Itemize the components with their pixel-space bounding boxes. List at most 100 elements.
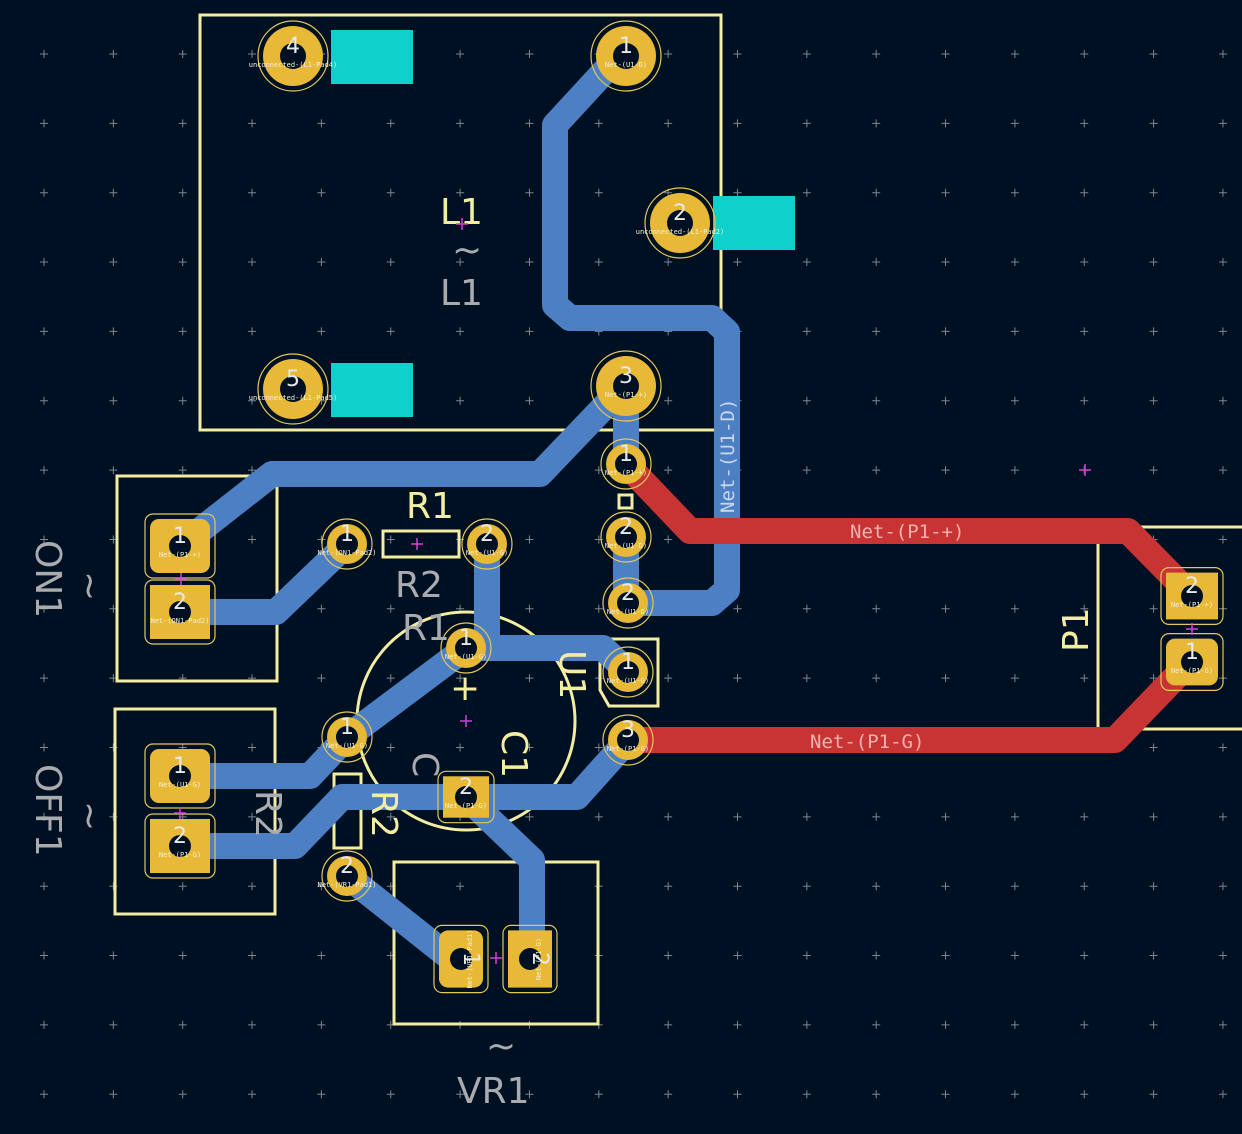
grid-point: [525, 119, 534, 128]
pad-net-name: Net-(U1-G): [466, 549, 508, 557]
grid-point: [1010, 119, 1019, 128]
grid-point: [248, 535, 257, 544]
grid-point: [802, 119, 811, 128]
grid-point: [802, 674, 811, 683]
grid-point: [733, 812, 742, 821]
grid-point: [178, 951, 187, 960]
grid-point: [941, 327, 950, 336]
r2-ref: R2: [363, 790, 404, 838]
anchor-cross: [460, 715, 472, 727]
grid-point: [872, 951, 881, 960]
grid-point: [1218, 119, 1227, 128]
grid-point: [456, 1090, 465, 1099]
grid-point: [1080, 396, 1089, 405]
pad-number: 2: [673, 201, 687, 226]
grid-point: [733, 951, 742, 960]
u1-body: [598, 637, 660, 708]
track-on1-r1[interactable]: [167, 531, 360, 625]
track-p1-g[interactable]: [615, 647, 1205, 753]
grid-point: [1218, 50, 1227, 58]
footprint-anchors: [174, 218, 1198, 964]
pad-net-name: Net-(ON1-Pad2): [150, 617, 209, 625]
l1-value: L1: [440, 273, 483, 314]
l1-smd-pad-5[interactable]: [331, 363, 413, 417]
track-u1-d[interactable]: [542, 35, 740, 616]
pad-net-name: Net-(VR1-Pad1): [466, 929, 474, 988]
grid-point: [1149, 188, 1158, 197]
grid-point: [941, 119, 950, 128]
l1-tilde: ~: [452, 230, 482, 271]
pad-number: 1: [619, 442, 633, 467]
pad-l1-2[interactable]: 2 unconnected-(L1-Pad2): [636, 187, 725, 259]
track-r2-vr1[interactable]: [334, 863, 461, 969]
net-label-p1-g: Net-(P1-G): [810, 731, 924, 753]
pad-net-name: unconnected-(L1-Pad2): [636, 228, 725, 236]
c1-polarity-mark: +: [450, 668, 480, 709]
pad-number: 1: [458, 952, 483, 966]
track-off1-gnd[interactable]: [167, 727, 641, 859]
pad-net-name: Net-(U1-G): [326, 742, 368, 750]
grid-point: [1218, 396, 1227, 405]
track-c1-r2[interactable]: [334, 635, 479, 750]
grid-point: [1080, 1090, 1089, 1099]
grid-point: [1080, 188, 1089, 197]
grid-point: [1010, 951, 1019, 960]
grid-point: [317, 258, 326, 267]
grid-point: [664, 119, 673, 128]
l1-smd-pad-4[interactable]: [331, 30, 413, 84]
drill-hole: [476, 533, 498, 555]
grid-point: [1218, 951, 1227, 960]
grid-point: [40, 188, 48, 197]
grid-point: [664, 1090, 673, 1099]
grid-point: [1010, 327, 1019, 336]
grid-point: [802, 396, 811, 405]
vr1-ref: VR1: [457, 1071, 530, 1112]
grid-point: [109, 466, 118, 475]
drill-hole: [613, 43, 639, 69]
grid-point: [40, 812, 48, 821]
drill-hole: [615, 526, 637, 548]
pad-net-name: Net-(U1-D): [605, 61, 647, 69]
anchor-cross: [1079, 464, 1091, 476]
grid-point: [594, 119, 603, 128]
grid-point: [1218, 535, 1227, 544]
grid-point: [664, 674, 673, 683]
p1-outline: [1096, 525, 1242, 731]
track-c1-vr1[interactable]: [453, 784, 545, 969]
grid-point: [941, 258, 950, 267]
grid-point: [1010, 882, 1019, 891]
l1-smd-pad-2[interactable]: [713, 196, 795, 250]
grid-point: [1010, 188, 1019, 197]
grid-point: [386, 119, 395, 128]
grid-point: [1218, 466, 1227, 475]
grid-point: [178, 882, 187, 891]
grid-point: [386, 188, 395, 197]
track-p1-plus[interactable]: [613, 451, 1205, 609]
grid-point: [594, 188, 603, 197]
track-p1-plus-a[interactable]: [167, 371, 639, 559]
